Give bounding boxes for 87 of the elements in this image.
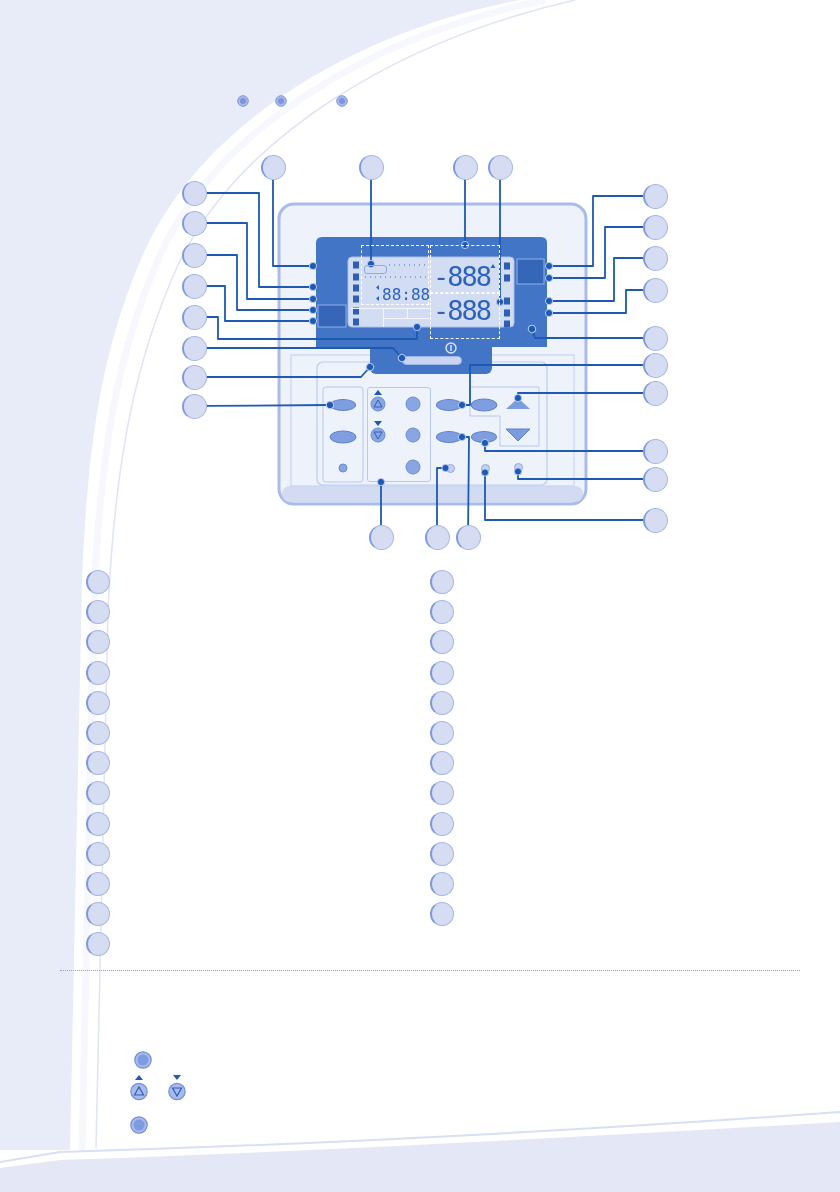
callout-circle — [452, 154, 478, 180]
callout-circle — [642, 352, 668, 378]
leader-line — [495, 178, 505, 307]
callout-circle — [424, 524, 450, 550]
leader-line — [205, 362, 375, 378]
callout-circle — [86, 721, 110, 745]
callout-circle — [86, 872, 110, 896]
callout-circle — [430, 570, 454, 594]
callout-circle — [430, 600, 454, 625]
callout-circle — [181, 335, 207, 361]
callout-circle — [642, 380, 668, 406]
callout-circle — [86, 811, 110, 836]
callout-circle — [181, 393, 207, 419]
callout-circle — [86, 570, 110, 594]
leader-line — [436, 463, 450, 526]
leader-line — [457, 364, 644, 410]
callout-circle — [86, 781, 110, 806]
leader-line — [480, 438, 644, 452]
leader-line — [544, 226, 644, 283]
callout-circle — [430, 902, 454, 927]
indicator-bar — [402, 356, 462, 365]
callout-circle — [86, 932, 110, 957]
callout-circle — [642, 277, 668, 303]
callout-circle — [430, 660, 454, 685]
leader-line — [544, 257, 644, 306]
display-segment — [364, 265, 387, 274]
leader-line — [366, 178, 376, 269]
callout-circle — [260, 154, 286, 180]
callout-circle — [86, 902, 110, 927]
leader-line — [513, 467, 644, 480]
dashed-display-zone — [430, 245, 500, 293]
callout-circle — [181, 273, 207, 299]
small-round-button — [480, 463, 490, 473]
callout-circle — [86, 600, 110, 625]
leader-line — [460, 178, 470, 250]
dashed-display-zone — [361, 245, 429, 305]
callout-circle — [86, 690, 110, 715]
leader-line — [205, 316, 422, 340]
callout-circle — [642, 183, 668, 209]
leader-line — [527, 324, 644, 339]
leader-line — [376, 477, 386, 526]
frame-tab — [370, 346, 492, 374]
leader-line — [205, 285, 318, 326]
callout-circle — [86, 630, 110, 655]
lcd-digits: -888 — [433, 297, 491, 324]
callout-circle — [368, 524, 394, 550]
callout-circle — [430, 630, 454, 655]
callout-circle — [430, 751, 454, 776]
leader-line — [205, 192, 318, 292]
leader-line — [457, 432, 470, 526]
callout-circle — [487, 154, 513, 180]
callout-circle — [430, 872, 454, 896]
callout-circle — [642, 325, 668, 351]
callout-circle — [642, 245, 668, 271]
callout-circle — [642, 466, 668, 492]
callout-circle — [181, 242, 207, 268]
callout-circle — [430, 811, 454, 836]
leader-line — [205, 400, 335, 410]
callout-circle — [642, 214, 668, 240]
callout-circle — [455, 524, 481, 550]
leader-line — [544, 195, 644, 271]
callout-circle — [181, 210, 207, 236]
lcd-digits: -888 — [433, 263, 491, 290]
lcd-digits: 88:88 — [382, 287, 431, 303]
dashed-display-zone — [430, 293, 500, 339]
callout-circle — [430, 841, 454, 866]
leader-line — [205, 222, 318, 304]
callout-circle — [358, 154, 384, 180]
leader-line — [272, 178, 318, 271]
leader-line — [205, 254, 318, 315]
leader-line — [205, 347, 407, 363]
leader-line — [480, 468, 644, 521]
callout-circle — [181, 304, 207, 330]
callout-circle — [642, 507, 668, 533]
leader-line — [513, 392, 644, 403]
callout-circle — [86, 751, 110, 776]
callout-circle — [430, 721, 454, 745]
button-group-panel — [367, 387, 431, 482]
callout-circle — [181, 364, 207, 390]
callout-circle — [86, 841, 110, 866]
small-round-button — [513, 462, 523, 472]
segment-grid — [351, 308, 429, 327]
callout-circle — [430, 781, 454, 806]
callout-circle — [430, 690, 454, 715]
leader-line — [544, 289, 644, 318]
callout-circle — [642, 438, 668, 464]
callout-circle — [86, 660, 110, 685]
